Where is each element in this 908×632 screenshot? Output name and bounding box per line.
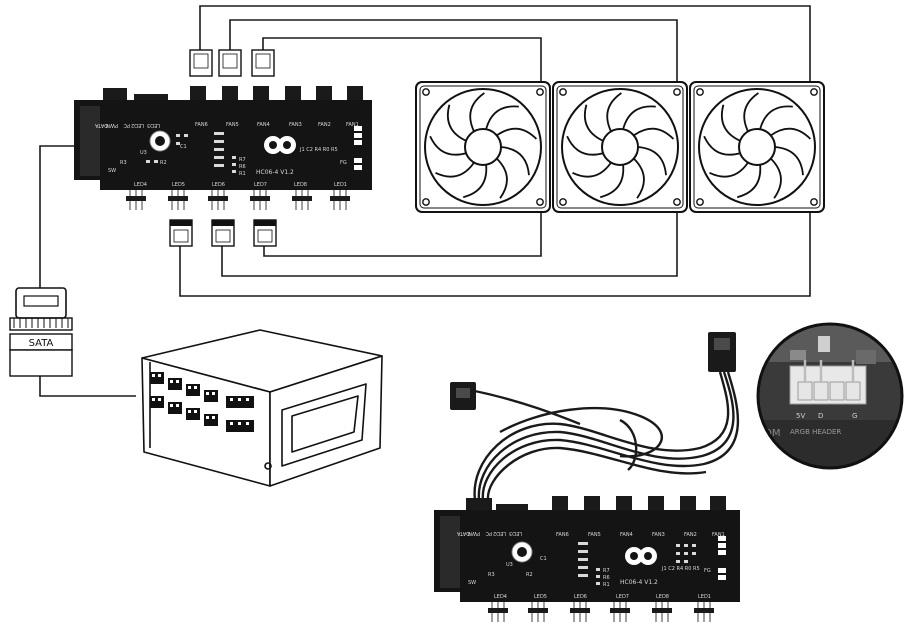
header-label-data: DATA bbox=[95, 122, 108, 128]
hub-board-bottom: PWM PC LED2 LED3 DATA FAN6 FAN5 FAN4 FAN… bbox=[434, 496, 740, 622]
silk-line-top: J1 C2 R4 R0 R5 bbox=[299, 147, 338, 153]
connector-bottom-3 bbox=[253, 219, 277, 247]
b-header-label-pwm: PWM bbox=[468, 530, 480, 536]
connector-top-2 bbox=[218, 49, 242, 77]
comp-label-r3: R3 bbox=[120, 160, 127, 166]
wire-top-3 bbox=[262, 37, 542, 82]
top-connectors bbox=[189, 49, 275, 77]
fan-label-1: FAN1 bbox=[346, 122, 359, 128]
header-label-pwm: PWM bbox=[106, 122, 118, 128]
led-label-7: LED7 bbox=[254, 182, 267, 188]
header-label-led3: LED3 bbox=[147, 122, 160, 128]
fan-wires-bottom bbox=[179, 212, 811, 297]
connector-top-3 bbox=[251, 49, 275, 77]
model-label-top: HC06-4 V1.2 bbox=[256, 169, 294, 176]
b-side-label: FG bbox=[704, 568, 711, 574]
connector-top-1 bbox=[189, 49, 213, 77]
hub-board-top: PWM PC LED2 LED3 DATA FAN6 FAN5 FAN4 FAN… bbox=[74, 86, 372, 210]
inset-pin-g: G bbox=[852, 412, 857, 420]
fan-wires-top bbox=[199, 5, 811, 82]
wire-bottom-3 bbox=[263, 212, 542, 257]
inset-header-text: ARGB HEADER bbox=[790, 428, 841, 436]
led-label-1: LED1 bbox=[334, 182, 347, 188]
header-label-led2: LED2 bbox=[131, 122, 144, 128]
b-comp-label-r3: R3 bbox=[488, 572, 495, 578]
power-supply bbox=[141, 329, 383, 487]
b-fan-label-1: FAN1 bbox=[712, 532, 725, 538]
b-comp-label-r2: R2 bbox=[526, 572, 533, 578]
led-label-6: LED6 bbox=[212, 182, 225, 188]
b-led-label-7: LED7 bbox=[616, 594, 629, 600]
b-comp-label-c1: C1 bbox=[540, 556, 547, 562]
inset-pin-5v: 5V bbox=[796, 412, 805, 420]
fan-label-2: FAN2 bbox=[318, 122, 331, 128]
b-led-label-5: LED5 bbox=[534, 594, 547, 600]
connector-bottom-1 bbox=[169, 219, 193, 247]
comp-label-r1: R1 bbox=[239, 171, 246, 177]
bottom-connectors bbox=[169, 219, 277, 247]
case-fan-2 bbox=[552, 81, 688, 213]
b-comp-label-r7: R7 bbox=[603, 568, 610, 574]
b-fan-label-5: FAN5 bbox=[588, 532, 601, 538]
inset-pin-d: D bbox=[818, 412, 823, 420]
b-comp-label-r6: R6 bbox=[603, 575, 610, 581]
mount-pads-top bbox=[264, 136, 296, 154]
b-header-label-led2: LED2 bbox=[493, 530, 506, 536]
connector-bottom-2 bbox=[211, 219, 235, 247]
inset-edge-text: OM bbox=[764, 428, 781, 439]
comp-label-r7: R7 bbox=[239, 157, 246, 163]
fan-label-3: FAN3 bbox=[289, 122, 302, 128]
wire-top-1 bbox=[199, 5, 811, 82]
b-corner-label: SW bbox=[468, 580, 476, 586]
b-fan-label-6: FAN6 bbox=[556, 532, 569, 538]
b-led-label-8: LED8 bbox=[656, 594, 669, 600]
argb-connector-left bbox=[450, 382, 476, 410]
corner-label-top: SW bbox=[108, 168, 116, 174]
b-led-label-1: LED1 bbox=[698, 594, 711, 600]
led-label-5: LED5 bbox=[172, 182, 185, 188]
argb-header-inset: 5V D G ARGB HEADER OM bbox=[756, 322, 904, 470]
mount-pads-bottom bbox=[625, 547, 657, 565]
b-silk-line: J1 C2 R4 R0 R5 bbox=[661, 566, 700, 572]
comp-label-u3: U3 bbox=[140, 150, 147, 156]
b-header-label-pc: PC bbox=[485, 530, 492, 536]
fan-label-5: FAN5 bbox=[226, 122, 239, 128]
fan-label-6: FAN6 bbox=[195, 122, 208, 128]
b-fan-label-2: FAN2 bbox=[684, 532, 697, 538]
b-header-label-data: DATA bbox=[457, 530, 470, 536]
wire-bottom-1 bbox=[179, 212, 811, 297]
side-label-top: FG bbox=[340, 160, 347, 166]
b-fan-label-3: FAN3 bbox=[652, 532, 665, 538]
header-label-pc: PC bbox=[123, 122, 130, 128]
case-fan-3 bbox=[689, 81, 825, 213]
b-led-label-6: LED6 bbox=[574, 594, 587, 600]
wire-top-2 bbox=[229, 19, 678, 82]
wire-bottom-2 bbox=[221, 212, 678, 277]
led-label-8: LED8 bbox=[294, 182, 307, 188]
argb-cable bbox=[469, 371, 740, 501]
b-header-label-led3: LED3 bbox=[509, 530, 522, 536]
fans bbox=[415, 81, 825, 213]
case-fan-1 bbox=[415, 81, 551, 213]
sata-connector: SATA bbox=[9, 287, 73, 377]
fan-label-4: FAN4 bbox=[257, 122, 270, 128]
comp-label-c1: C1 bbox=[180, 144, 187, 150]
led-label-4: LED4 bbox=[134, 182, 147, 188]
sata-cable bbox=[39, 145, 136, 397]
argb-connector-top bbox=[708, 332, 736, 372]
b-fan-label-4: FAN4 bbox=[620, 532, 633, 538]
b-comp-label-r1: R1 bbox=[603, 582, 610, 588]
b-model-label: HC06-4 V1.2 bbox=[620, 579, 658, 586]
comp-label-r2: R2 bbox=[160, 160, 167, 166]
b-led-label-4: LED4 bbox=[494, 594, 507, 600]
comp-label-r6: R6 bbox=[239, 164, 246, 170]
sata-label: SATA bbox=[29, 338, 54, 349]
b-comp-label-u3: U3 bbox=[506, 562, 513, 568]
